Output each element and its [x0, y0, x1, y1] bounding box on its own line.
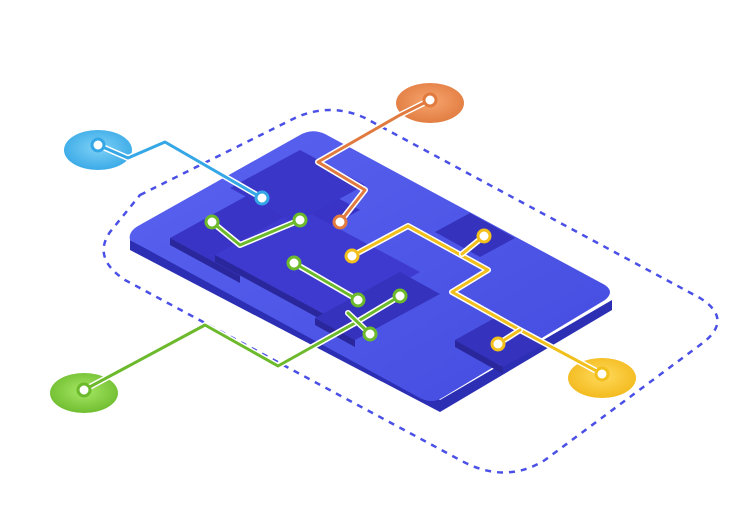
connection-node-icon: [594, 366, 610, 382]
connection-node-icon: [90, 137, 106, 153]
connection-node-icon: [254, 190, 270, 206]
blue-trace: [96, 140, 264, 200]
connection-node-icon: [490, 336, 506, 352]
green-trace-b: [292, 261, 360, 302]
connection-node-icon: [344, 248, 360, 264]
chip-6-side: [455, 340, 503, 374]
traces: [81, 97, 605, 393]
connection-node-icon: [286, 255, 302, 271]
chip-2-side: [215, 255, 335, 327]
connection-node-icon: [76, 382, 92, 398]
chip-4: [315, 272, 440, 340]
chip-1-side: [170, 238, 240, 283]
yellow-trace: [350, 224, 604, 376]
dashed-boundary-icon: [102, 108, 719, 474]
green-trace-main: [82, 294, 402, 392]
connection-node-icon: [332, 214, 348, 230]
connection-node-icon: [392, 288, 408, 304]
chip-5: [435, 213, 515, 257]
connection-node-icon: [350, 292, 366, 308]
connection-nodes: [76, 92, 610, 398]
orange-trace: [316, 98, 432, 224]
connection-node-icon: [476, 228, 492, 244]
green-trace-a: [210, 218, 302, 247]
connection-node-icon: [204, 214, 220, 230]
connection-node-icon: [422, 92, 438, 108]
connection-node-icon: [362, 326, 378, 342]
connection-node-icon: [292, 212, 308, 228]
